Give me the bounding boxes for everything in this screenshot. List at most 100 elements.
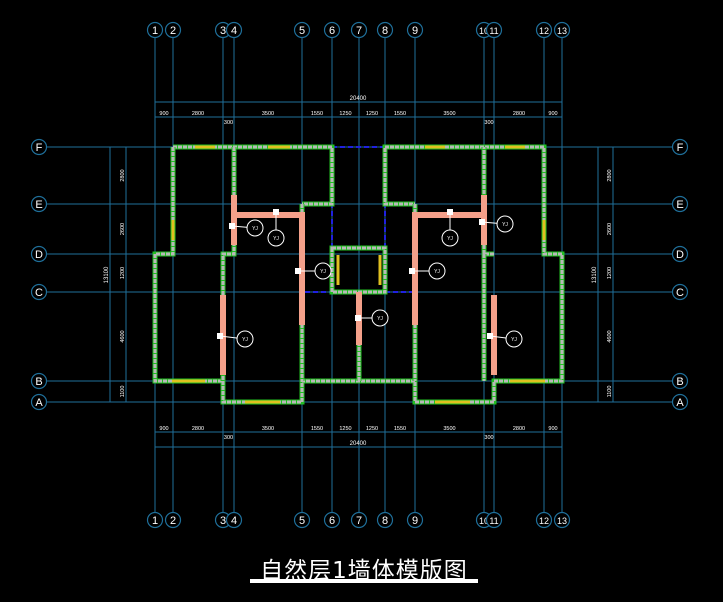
wall-tag-circle bbox=[505, 330, 523, 348]
shear-wall-column bbox=[299, 212, 305, 325]
axis-bubble bbox=[164, 21, 182, 39]
axis-label-E: E bbox=[35, 199, 42, 211]
axis-label-9: 9 bbox=[412, 515, 418, 527]
axis-label-13: 13 bbox=[557, 516, 567, 526]
axis-label-11: 11 bbox=[489, 26, 498, 36]
wall-tag-circle bbox=[236, 330, 254, 348]
axis-bubble bbox=[553, 21, 571, 39]
leader-marker bbox=[487, 333, 493, 339]
dimension-segment: 2600 bbox=[120, 223, 126, 235]
dimension-segment: 1550 bbox=[311, 111, 323, 117]
wall-tag-label: YJ bbox=[320, 269, 326, 275]
axis-label-12: 12 bbox=[539, 26, 549, 36]
dimension-segment: 1250 bbox=[339, 111, 351, 117]
dimension-segment: 2800 bbox=[192, 111, 204, 117]
wall-tag-circle bbox=[441, 229, 459, 247]
dimension-segment: 1250 bbox=[339, 426, 351, 432]
axis-bubble bbox=[485, 21, 503, 39]
axis-bubble bbox=[535, 21, 553, 39]
dimension-segment: 2800 bbox=[513, 111, 525, 117]
dimension-segment: 2800 bbox=[120, 169, 126, 181]
axis-bubble bbox=[323, 511, 341, 529]
wall-tag-label: YJ bbox=[447, 236, 453, 242]
axis-bubble bbox=[671, 393, 689, 411]
wall-tag-label: YJ bbox=[242, 337, 248, 343]
axis-bubble bbox=[225, 511, 243, 529]
axis-label-1: 1 bbox=[152, 25, 158, 37]
wall bbox=[330, 246, 387, 294]
axis-bubble bbox=[535, 511, 553, 529]
leader-marker bbox=[273, 209, 279, 215]
axis-bubble bbox=[146, 511, 164, 529]
axis-bubble bbox=[376, 511, 394, 529]
axis-bubble bbox=[406, 511, 424, 529]
title-underline bbox=[250, 579, 478, 583]
axis-bubble bbox=[293, 511, 311, 529]
axis-label-5: 5 bbox=[299, 25, 305, 37]
axis-bubble bbox=[30, 245, 48, 263]
leader-marker bbox=[355, 315, 361, 321]
dimension-segment: 2800 bbox=[192, 426, 204, 432]
dimension-segment: 1250 bbox=[366, 426, 378, 432]
dimension-segment: 1550 bbox=[394, 111, 406, 117]
axis-label-6: 6 bbox=[329, 25, 335, 37]
leader-marker bbox=[295, 268, 301, 274]
axis-label-4: 4 bbox=[231, 25, 237, 37]
dimension-segment: 300 bbox=[224, 435, 233, 441]
axis-label-7: 7 bbox=[356, 515, 362, 527]
axis-bubble bbox=[30, 283, 48, 301]
axis-bubble bbox=[671, 245, 689, 263]
axis-bubble bbox=[485, 511, 503, 529]
wall-outline bbox=[173, 144, 335, 207]
axis-label-F: F bbox=[677, 142, 684, 154]
dimension-segment: 900 bbox=[159, 426, 168, 432]
dimension-segment: 3500 bbox=[443, 111, 455, 117]
wall-tag-label: YJ bbox=[502, 222, 508, 228]
dimension-segment: 900 bbox=[159, 111, 168, 117]
axis-label-9: 9 bbox=[412, 25, 418, 37]
axis-label-C: C bbox=[35, 287, 43, 299]
axis-bubble bbox=[671, 283, 689, 301]
axis-label-13: 13 bbox=[557, 26, 567, 36]
axis-label-8: 8 bbox=[382, 515, 388, 527]
axis-label-12: 12 bbox=[539, 516, 549, 526]
dimension-segment: 900 bbox=[548, 426, 557, 432]
dimension-segment: 2800 bbox=[607, 169, 613, 181]
leader-marker bbox=[409, 268, 415, 274]
axis-label-8: 8 bbox=[382, 25, 388, 37]
leader-marker bbox=[229, 223, 235, 229]
dimension-segment: 2600 bbox=[607, 223, 613, 235]
wall-tag-label: YJ bbox=[511, 337, 517, 343]
wall-tag-circle bbox=[267, 229, 285, 247]
axis-bubble bbox=[406, 21, 424, 39]
axis-bubble bbox=[376, 21, 394, 39]
axis-label-7: 7 bbox=[356, 25, 362, 37]
wall bbox=[153, 145, 564, 404]
axis-bubble bbox=[671, 195, 689, 213]
axis-label-C: C bbox=[676, 287, 684, 299]
axis-label-2: 2 bbox=[170, 25, 176, 37]
axis-label-D: D bbox=[35, 249, 43, 261]
axis-bubble bbox=[30, 372, 48, 390]
axis-label-3: 3 bbox=[220, 25, 226, 37]
axis-bubble bbox=[671, 138, 689, 156]
dimension-segment: 3500 bbox=[262, 426, 274, 432]
wall-tag-circle bbox=[428, 262, 446, 280]
axis-label-10: 10 bbox=[479, 26, 489, 36]
axis-bubble bbox=[30, 138, 48, 156]
dimension-segment: 1550 bbox=[394, 426, 406, 432]
dimension-segment: 1100 bbox=[607, 386, 613, 398]
wall bbox=[173, 145, 334, 206]
shear-wall-column bbox=[233, 212, 305, 218]
dimension-segment: 1550 bbox=[311, 426, 323, 432]
axis-label-D: D bbox=[676, 249, 684, 261]
axis-bubble bbox=[671, 372, 689, 390]
dimension-total: 13100 bbox=[104, 266, 110, 283]
axis-label-5: 5 bbox=[299, 515, 305, 527]
dimension-segment: 1200 bbox=[120, 267, 126, 279]
axis-label-E: E bbox=[676, 199, 683, 211]
axis-bubble bbox=[553, 511, 571, 529]
axis-label-B: B bbox=[35, 376, 42, 388]
wall-tag-label: YJ bbox=[377, 316, 383, 322]
